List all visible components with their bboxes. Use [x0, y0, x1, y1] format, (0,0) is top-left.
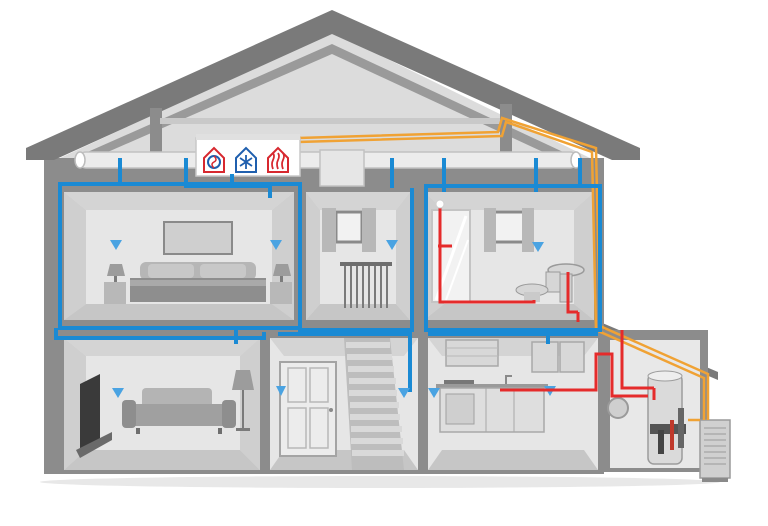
bedroom — [64, 192, 294, 320]
wall-divider-3 — [260, 336, 270, 474]
attic-space — [60, 32, 590, 158]
snowflake-house-icon — [235, 146, 257, 173]
kitchen — [428, 338, 598, 470]
ground-shadow — [40, 476, 720, 488]
bathroom — [424, 192, 594, 320]
utility-room — [598, 338, 731, 482]
wall-divider-4 — [418, 336, 428, 474]
fan-house-icon — [203, 146, 225, 173]
hallway — [270, 338, 418, 470]
air-ducts-blue — [54, 158, 602, 392]
heating-pipes — [438, 206, 656, 400]
living-room — [64, 338, 260, 470]
stairwell-landing — [306, 192, 410, 320]
staircase — [344, 338, 404, 470]
roof — [26, 10, 640, 182]
ventilation-unit — [195, 134, 301, 177]
shower-head — [435, 199, 445, 209]
outdoor-heat-pump-unit — [699, 419, 731, 482]
heat-waves-house-icon — [267, 146, 289, 173]
refrigerant-pipes — [297, 116, 710, 422]
